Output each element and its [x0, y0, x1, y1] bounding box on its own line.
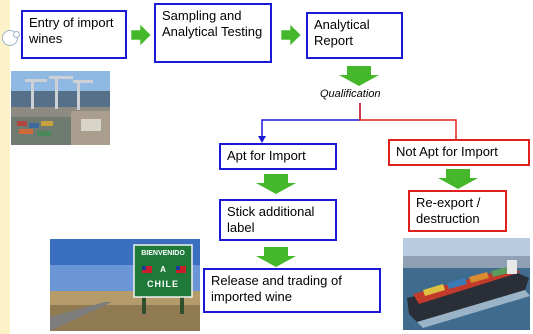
arrow-down-icon [256, 174, 296, 194]
sign-text-top: BIENVENIDO [141, 250, 185, 257]
arrow-down-icon [339, 66, 379, 86]
step-report-label: Analytical Report [314, 17, 370, 48]
qualification-label: Qualification [320, 88, 381, 100]
step-apt-label: Apt for Import [227, 148, 306, 163]
step-entry-box: Entry of import wines [21, 10, 127, 59]
welcome-sign-photo: BIENVENIDO A CHILE [50, 239, 200, 331]
step-not-apt-label: Not Apt for Import [396, 144, 498, 159]
step-sampling-label: Sampling and Analytical Testing [162, 8, 263, 39]
cargo-ship-photo [403, 238, 530, 330]
sign-text-bottom: CHILE [147, 279, 179, 289]
arrow-right-icon [131, 24, 151, 46]
connector-apt-arrowhead [258, 136, 266, 143]
connector-apt [261, 103, 361, 138]
step-release-label: Release and trading of imported wine [211, 273, 342, 304]
connector-not-apt [359, 103, 457, 139]
arrow-down-icon [438, 169, 478, 189]
sign-text-middle: A [160, 265, 166, 274]
arrow-down-icon [256, 247, 296, 267]
step-label-box: Stick additional label [219, 199, 337, 241]
decor-circle-small [13, 31, 20, 38]
step-apt-box: Apt for Import [219, 143, 337, 170]
port-photo [11, 71, 110, 145]
slide-side-band [0, 0, 10, 334]
step-release-box: Release and trading of imported wine [203, 268, 381, 313]
step-reexport-label: Re-export / destruction [416, 195, 481, 226]
step-not-apt-box: Not Apt for Import [388, 139, 530, 166]
step-entry-label: Entry of import wines [29, 15, 114, 46]
arrow-right-icon [281, 24, 301, 46]
step-reexport-box: Re-export / destruction [408, 190, 507, 232]
step-sampling-box: Sampling and Analytical Testing [154, 3, 272, 63]
step-report-box: Analytical Report [306, 12, 403, 59]
step-label-label: Stick additional label [227, 204, 315, 235]
